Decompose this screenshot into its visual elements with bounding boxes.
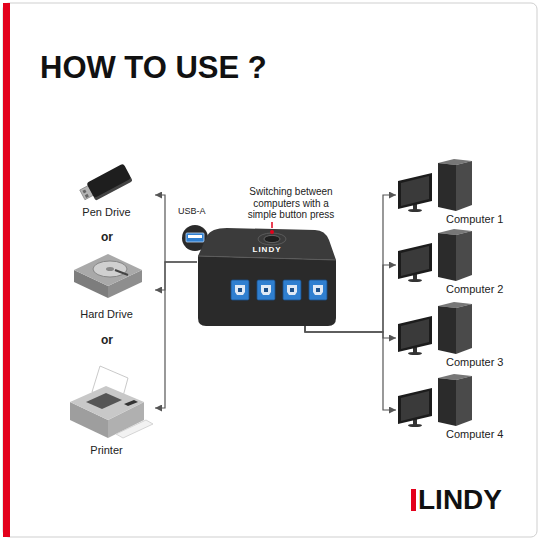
drawing-polygon	[401, 391, 429, 421]
usb-switch-box: LINDY	[197, 226, 337, 326]
drawing-polygon	[74, 254, 142, 286]
or-separator: or	[87, 230, 127, 244]
node-label: Hard Drive	[58, 308, 155, 321]
computer-station-picture	[396, 372, 526, 428]
page-title: HOW TO USE ?	[40, 50, 267, 86]
logo-red-bar	[411, 489, 416, 511]
drawing-polygon	[124, 400, 138, 406]
connector-arrow	[305, 326, 396, 410]
drawing-polygon	[438, 163, 456, 211]
port-type-label: USB-A	[178, 206, 206, 217]
drawing-rect	[86, 163, 131, 198]
pen-drive-device: Pen Drive	[58, 160, 155, 219]
drawing-polygon	[116, 420, 153, 438]
port-icon-tongue	[188, 235, 202, 238]
port-icon-socket	[186, 233, 204, 242]
drawing-rect	[257, 280, 275, 300]
drawing-circle	[270, 230, 274, 234]
drawing-rect	[264, 288, 268, 292]
connector-arrow	[155, 195, 197, 262]
node-label: Computer 3	[396, 356, 526, 369]
drawing-rect	[231, 280, 249, 300]
computer-station-picture	[396, 227, 526, 283]
drawing-ellipse	[264, 235, 280, 242]
drawing-rect	[82, 189, 86, 193]
computer-station: Computer 2	[396, 227, 526, 296]
drawing-path	[313, 285, 323, 295]
callout-leader	[271, 222, 273, 228]
drawing-rect	[309, 280, 327, 300]
drawing-polygon	[86, 393, 122, 409]
drawing-polygon	[438, 306, 456, 354]
brand-logo: LINDY	[418, 484, 502, 516]
drawing-polygon	[456, 161, 472, 211]
drawing-polygon	[401, 176, 429, 206]
printer-device: Printer	[58, 358, 155, 457]
usb-switch-box-picture	[197, 226, 337, 326]
callout-text: Switching between computers with a simpl…	[240, 186, 342, 221]
or-separator: or	[87, 333, 127, 347]
drawing-rect	[290, 288, 294, 292]
computer-station: Computer 3	[396, 300, 526, 369]
hard-drive-device-picture	[58, 248, 155, 308]
connector-arrow	[155, 262, 197, 290]
drawing-ellipse	[93, 261, 127, 277]
drawing-path	[198, 256, 336, 326]
drawing-polygon	[438, 233, 456, 281]
drawing-polygon	[438, 378, 456, 426]
drawing-polygon	[401, 246, 429, 276]
computer-station: Computer 4	[396, 372, 526, 441]
drawing-path	[198, 228, 336, 260]
hard-drive-device: Hard Drive	[58, 248, 155, 321]
drawing-polygon	[456, 376, 472, 426]
drawing-polygon	[456, 231, 472, 281]
drawing-path	[235, 285, 245, 295]
drawing-ellipse	[106, 267, 114, 271]
printer-device-picture	[58, 358, 155, 444]
computer-station: Computer 1	[396, 157, 526, 226]
drawing-ellipse	[258, 233, 286, 245]
drawing-polygon	[398, 173, 432, 209]
drawing-ellipse	[408, 209, 422, 212]
pen-drive-device-picture	[58, 160, 155, 206]
drawing-polygon	[456, 304, 472, 354]
drawing-ellipse	[408, 424, 422, 427]
computer-station-picture	[396, 300, 526, 356]
drawing-polygon	[398, 243, 432, 279]
drawing-polygon	[401, 319, 429, 349]
drawing-g	[78, 163, 132, 205]
computer-station-picture	[396, 157, 526, 213]
drawing-line	[198, 256, 336, 260]
drawing-rect	[238, 288, 242, 292]
red-side-bar	[3, 3, 10, 537]
node-label: Computer 1	[396, 213, 526, 226]
node-label: Pen Drive	[58, 206, 155, 219]
drawing-polygon	[398, 388, 432, 424]
node-label: Computer 2	[396, 283, 526, 296]
drawing-line	[115, 270, 128, 275]
drawing-polygon	[398, 316, 432, 352]
drawing-rect	[316, 288, 320, 292]
drawing-ellipse	[408, 279, 422, 282]
drawing-rect	[283, 280, 301, 300]
drawing-polygon	[70, 386, 144, 420]
frame-border	[3, 3, 537, 537]
drawing-path	[261, 285, 271, 295]
node-label: Computer 4	[396, 428, 526, 441]
drawing-rect	[85, 194, 89, 198]
drawing-path	[287, 285, 297, 295]
node-label: LINDY	[197, 245, 337, 254]
node-label: Printer	[58, 444, 155, 457]
connector-arrow	[155, 262, 197, 408]
drawing-ellipse	[408, 352, 422, 355]
